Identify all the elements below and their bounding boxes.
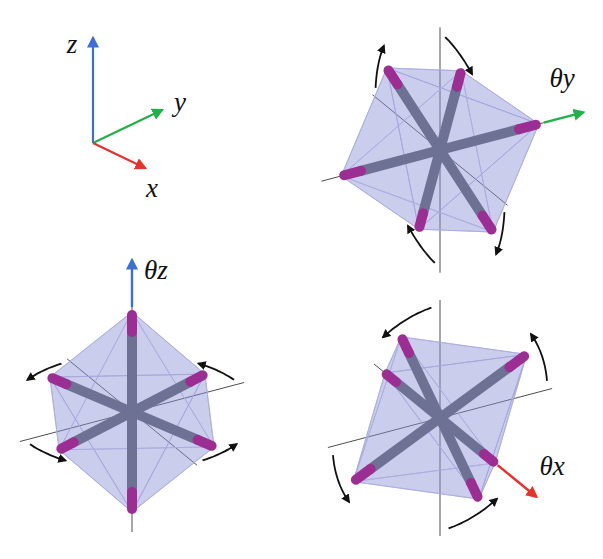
bond-rod — [132, 382, 190, 412]
bond-rod — [127, 412, 137, 492]
rotation-axis-arrow — [498, 465, 537, 497]
rotation-arrow — [27, 364, 61, 380]
rotation-arrow — [449, 499, 497, 529]
rotation-arrow — [383, 308, 431, 338]
rotation-label: θz — [144, 257, 168, 284]
rotation-axis-arrow — [131, 260, 133, 307]
rotation-arrow — [531, 334, 547, 381]
rotation-label: θy — [549, 65, 574, 92]
bond-rod — [440, 150, 482, 216]
octahedron-face — [353, 337, 495, 482]
octahedron-theta-y — [321, 27, 583, 272]
ligand-tip — [471, 483, 478, 497]
ligand-tip — [509, 356, 524, 367]
ligand-tip — [387, 374, 396, 382]
ligand-tip — [52, 378, 66, 384]
octahedron-theta-z — [20, 260, 244, 532]
ligand-tip — [388, 70, 397, 84]
bond-rod — [440, 367, 509, 418]
bond-rod — [440, 87, 457, 150]
ligand-tip — [482, 216, 491, 230]
ligand-tip — [190, 375, 202, 381]
rotation-arrow — [30, 444, 66, 460]
bond-rod — [440, 418, 484, 454]
bond-rod — [74, 412, 132, 442]
ligand-tip — [484, 454, 493, 462]
rotation-axis-arrow — [544, 112, 584, 122]
ligand-tip — [519, 125, 536, 129]
octahedron-theta-x — [328, 300, 552, 536]
z-axis-arrow — [92, 38, 94, 143]
ligand-tip — [457, 73, 461, 86]
x-axis-arrow — [93, 143, 145, 168]
ligand-tip — [356, 469, 371, 480]
bond-rod — [371, 418, 440, 469]
axis-label: z — [67, 31, 78, 58]
ligand-tip — [127, 315, 137, 332]
rotation-arrow — [445, 37, 472, 74]
rotation-arrow — [199, 363, 235, 379]
rotation-arrow — [376, 46, 384, 88]
octahedron-face — [341, 71, 493, 232]
y-axis-arrow — [93, 110, 162, 143]
ligand-tip — [127, 492, 137, 509]
ligand-tip — [198, 440, 212, 446]
bond-rod — [132, 412, 198, 440]
bond-rod — [361, 150, 440, 171]
bond-rod — [127, 332, 137, 412]
bond-rod — [440, 129, 519, 150]
axis-label: y — [174, 89, 186, 116]
rotation-label: θx — [539, 453, 564, 480]
ligand-tip — [344, 171, 361, 175]
rotation-arrow — [408, 226, 435, 263]
ligand-tip — [61, 442, 73, 448]
rotation-arrow — [203, 444, 237, 460]
rotation-arrow — [496, 212, 504, 254]
octahedra-group — [20, 27, 583, 536]
ligand-tip — [402, 339, 409, 353]
axis-line — [132, 307, 133, 532]
bond-rod — [423, 150, 440, 213]
ligand-tip — [419, 213, 423, 226]
bond-rod — [398, 84, 440, 150]
rotation-arrow — [333, 455, 349, 502]
bond-rod — [66, 384, 132, 412]
bond-rod — [409, 353, 440, 418]
axis-label: x — [146, 175, 158, 202]
